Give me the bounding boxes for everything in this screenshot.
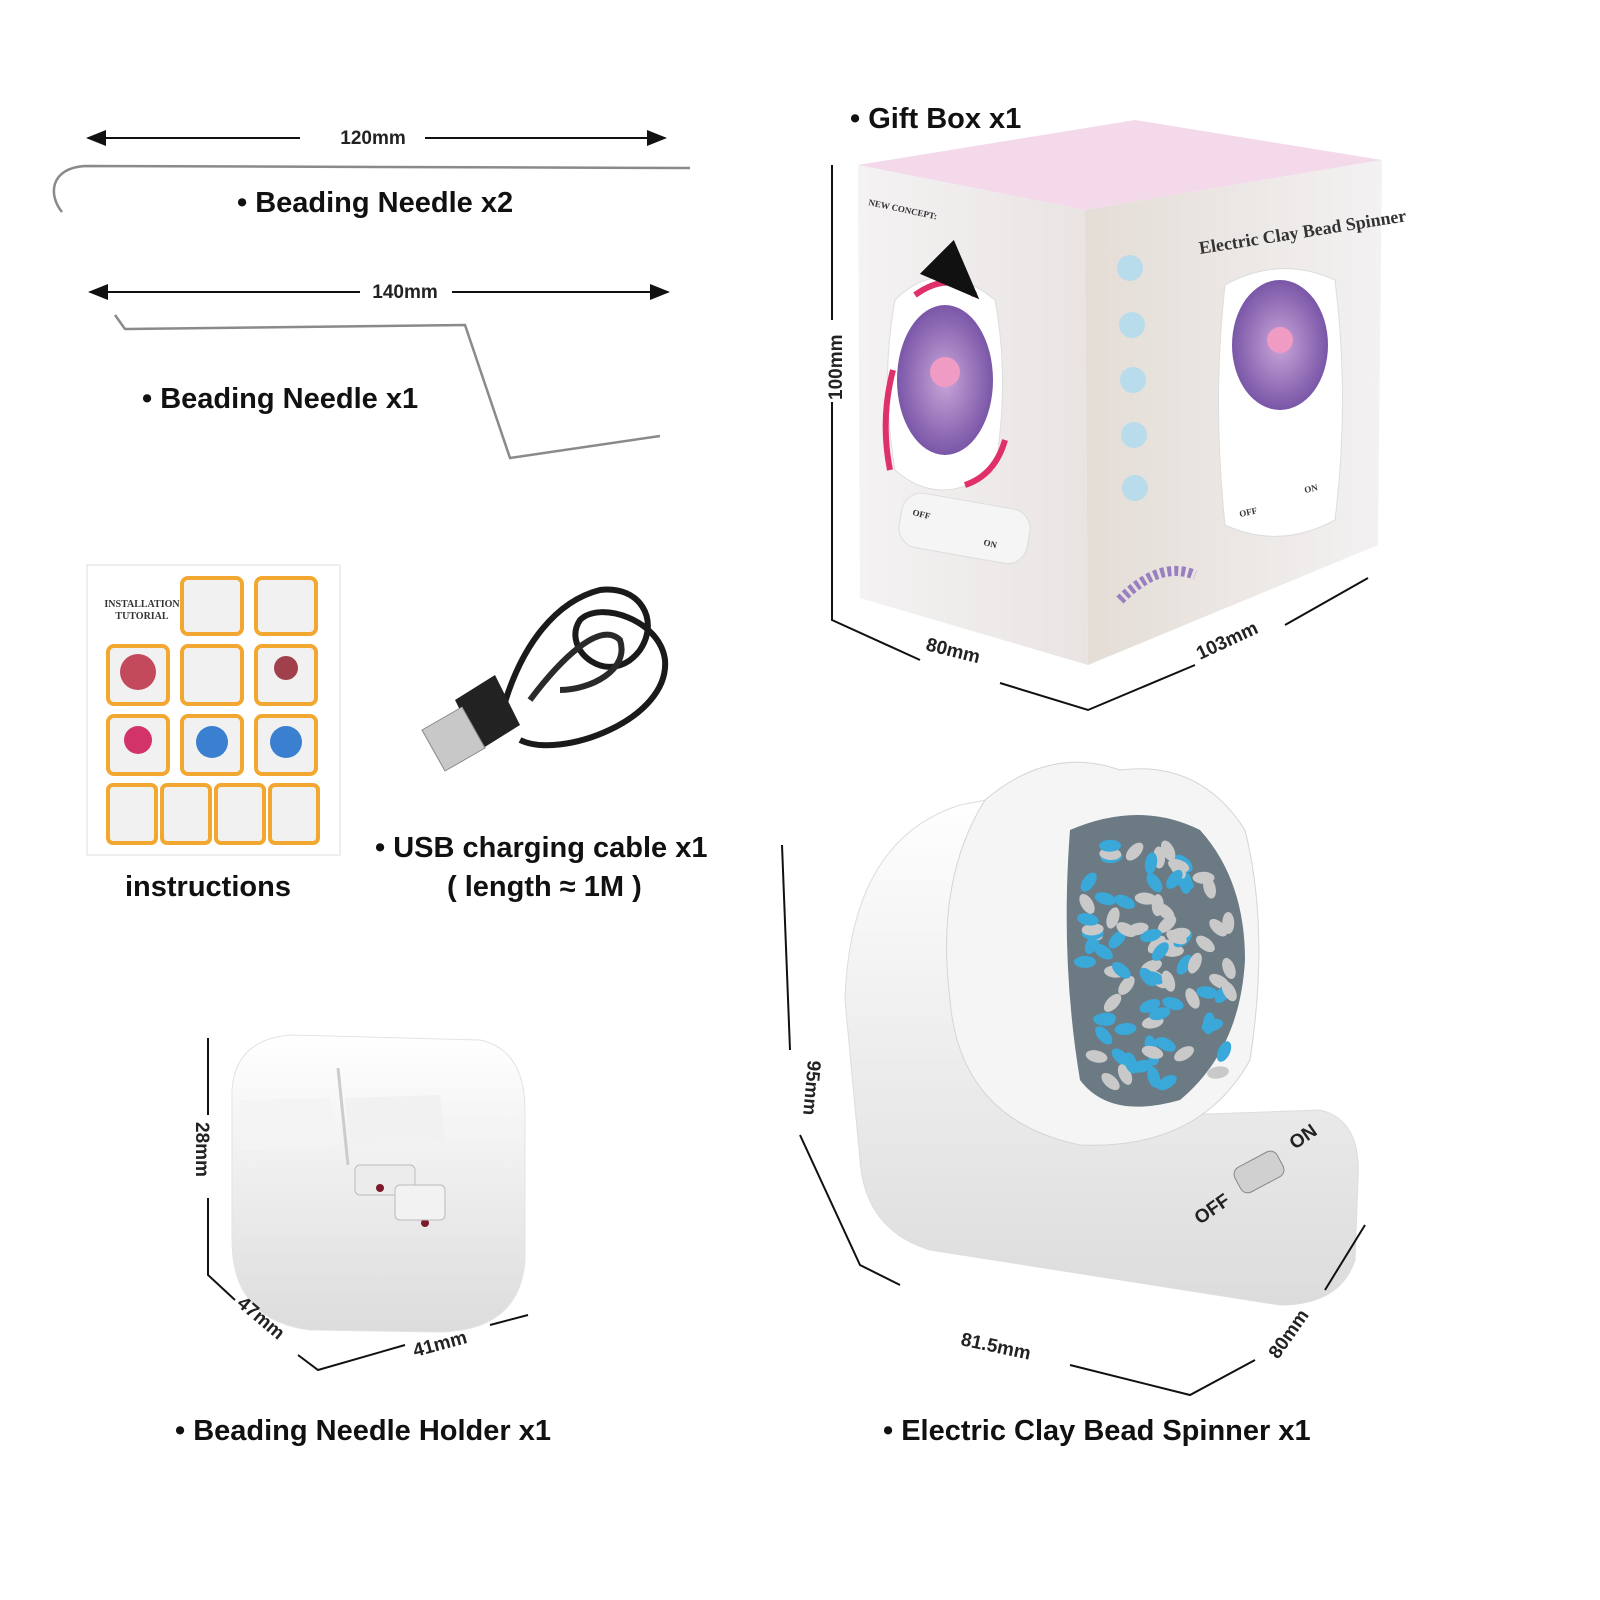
clay-bead: [1099, 839, 1122, 852]
beading-needle-x2: 120mm • Beading Needle x2: [52, 128, 691, 219]
box-right-switch-on: ON: [1303, 482, 1319, 495]
needle-x2-label: • Beading Needle x2: [237, 187, 513, 219]
clay-bead: [1156, 1074, 1177, 1091]
clay-bead: [1161, 970, 1176, 992]
clay-bead: [1203, 877, 1216, 899]
clay-bead: [1146, 872, 1163, 893]
clay-bead: [1174, 1046, 1195, 1062]
clay-bead: [1222, 957, 1236, 980]
box-width: 80mm: [924, 634, 982, 668]
clay-bead: [1195, 935, 1215, 953]
box-feature-icons: [1117, 255, 1148, 501]
clay-bead: [1079, 893, 1095, 914]
clay-bead: [1151, 942, 1169, 961]
usb-cable-length: ( length ≈ 1M ): [447, 871, 642, 903]
clay-bead: [1207, 1066, 1229, 1079]
spinner-height: 95mm: [798, 1060, 824, 1117]
clay-bead: [1141, 1045, 1164, 1059]
clay-bead: [1139, 998, 1161, 1013]
clay-bead: [1185, 988, 1200, 1009]
clay-bead: [1176, 954, 1193, 975]
power-switch: [1233, 1150, 1285, 1194]
needle-image: [113, 314, 661, 460]
clay-bead: [1077, 913, 1099, 926]
card-title-2: TUTORIAL: [115, 611, 168, 622]
spinner-label: • Electric Clay Bead Spinner x1: [883, 1415, 1311, 1447]
clay-bead: [1147, 1066, 1161, 1088]
gift-box-label: • Gift Box x1: [850, 103, 1021, 135]
clay-bead: [1209, 918, 1228, 937]
instructions-card: INSTALLATION TUTORIAL instructions: [86, 564, 341, 903]
clay-bead: [1095, 1026, 1113, 1045]
clay-bead: [1140, 928, 1162, 943]
clay-beads: [1074, 839, 1237, 1091]
clay-bead: [1216, 1041, 1232, 1062]
clay-bead: [1156, 903, 1175, 921]
needle-image: [52, 164, 691, 213]
clay-bead: [1080, 872, 1097, 892]
needle-holder-label: • Beading Needle Holder x1: [175, 1415, 551, 1447]
clay-bead: [1201, 1018, 1223, 1032]
usb-cable: • USB charging cable x1 ( length ≈ 1M ): [375, 586, 707, 903]
needle-x1-length: 140mm: [372, 282, 438, 303]
box-top: [858, 120, 1382, 210]
clay-bead: [1093, 943, 1113, 960]
clay-bead: [1101, 1072, 1120, 1091]
clay-bead: [1106, 907, 1120, 929]
clay-bead: [1085, 1050, 1108, 1063]
clay-bead: [1168, 927, 1191, 941]
clay-bead: [1187, 952, 1202, 974]
box-height: 100mm: [826, 335, 847, 401]
spinner-depth: 80mm: [1265, 1306, 1314, 1363]
clay-bead: [1094, 1012, 1117, 1025]
box-switch-off: OFF: [912, 507, 932, 521]
beading-needle-x1: 140mm • Beading Needle x1: [88, 282, 670, 460]
needle-x2-length: 120mm: [340, 128, 406, 149]
clay-bead: [1221, 981, 1237, 1002]
clay-bead: [1125, 842, 1144, 861]
usb-cable-label: • USB charging cable x1: [375, 832, 707, 864]
clay-bead: [1144, 852, 1158, 874]
clay-bead: [1118, 976, 1135, 995]
clay-bead: [1196, 986, 1219, 999]
spinner-width: 81.5mm: [959, 1329, 1033, 1364]
clay-bead: [1166, 869, 1183, 889]
clay-bead: [1134, 892, 1157, 905]
clay-bead: [1142, 971, 1165, 985]
box-switch-on: ON: [983, 537, 999, 550]
card-title-1: INSTALLATION: [104, 599, 180, 610]
clay-bead: [1162, 997, 1184, 1011]
holder-width: 41mm: [411, 1327, 469, 1361]
electric-clay-bead-spinner: OFF ON 95mm 81.5mm 80mm • Electric Clay …: [781, 761, 1366, 1447]
clay-bead: [1081, 923, 1104, 936]
needle-holder: 28mm 47mm 41mm • Beading Needle Holder x…: [175, 1034, 551, 1447]
box-right-switch-off: OFF: [1238, 505, 1258, 519]
clay-bead: [1103, 993, 1122, 1012]
gift-box: • Gift Box x1 NEW CONCEPT: OFF ON Electr…: [826, 103, 1408, 712]
clay-bead: [1114, 894, 1135, 909]
clay-bead: [1116, 922, 1137, 938]
clay-bead: [1094, 892, 1117, 906]
clay-bead: [1112, 961, 1131, 979]
instructions-label: instructions: [125, 871, 291, 903]
needle-x1-label: • Beading Needle x1: [142, 383, 418, 415]
clay-bead: [1130, 1060, 1153, 1073]
clay-bead: [1155, 1037, 1176, 1052]
clay-bead: [1074, 955, 1097, 968]
clay-bead: [1108, 930, 1126, 949]
holder-height: 28mm: [191, 1122, 212, 1177]
box-depth: 103mm: [1193, 618, 1261, 665]
clay-bead: [1114, 1022, 1137, 1036]
